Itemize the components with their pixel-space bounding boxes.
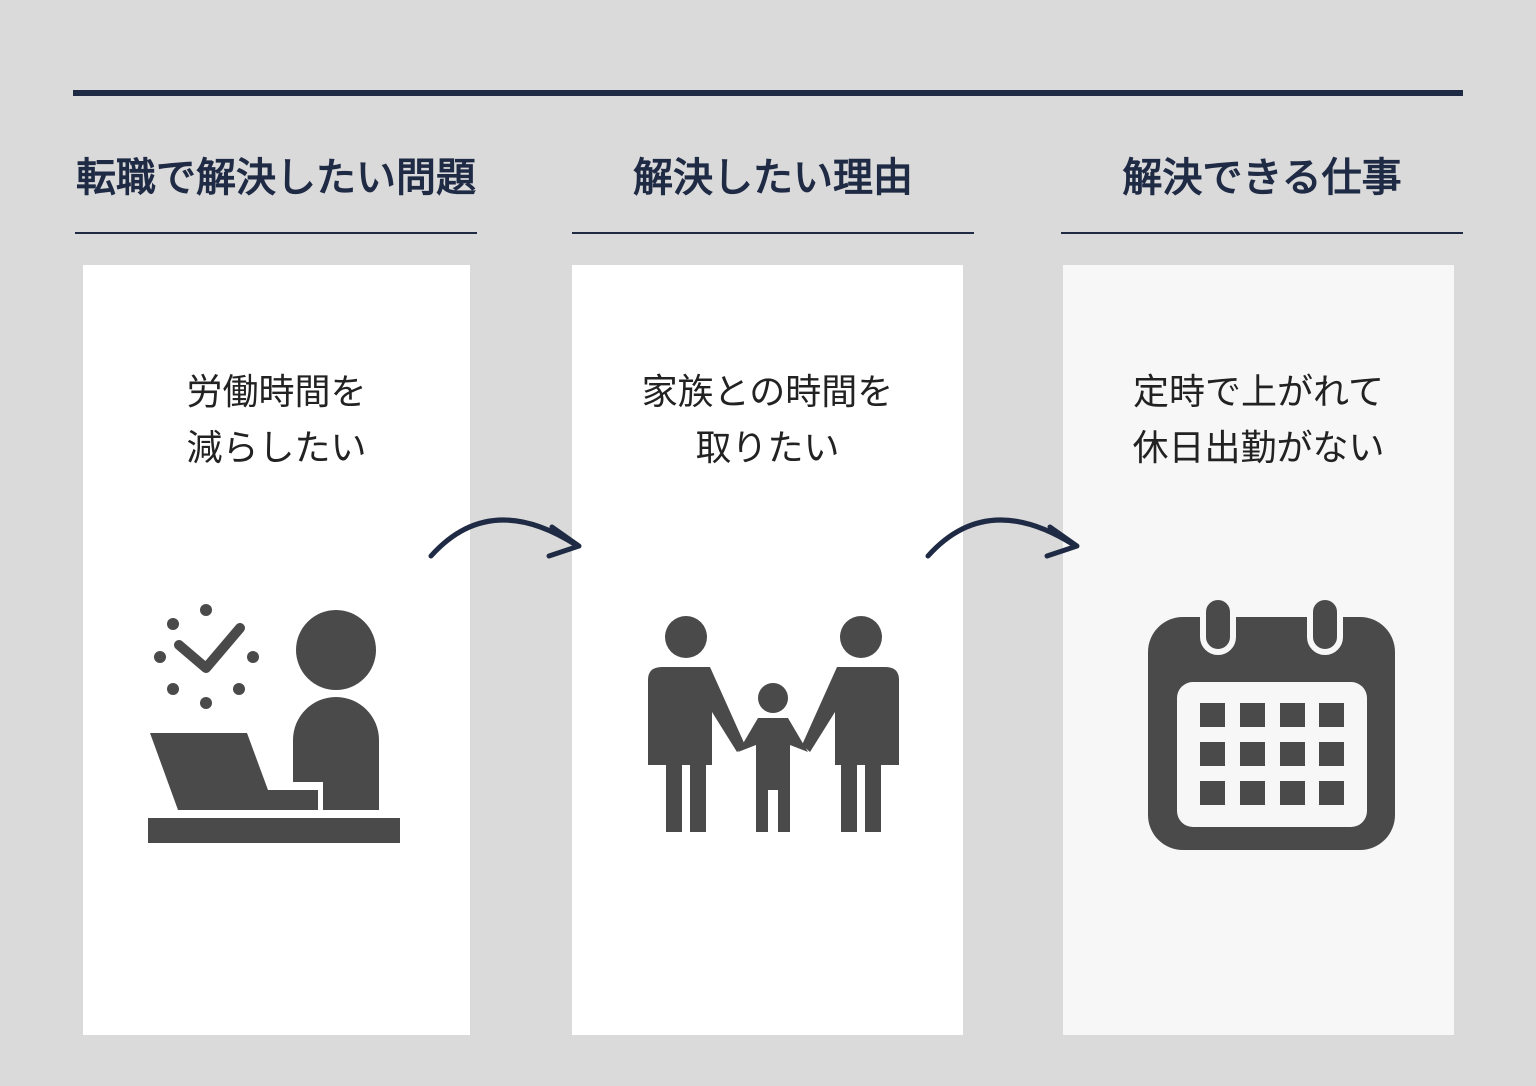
card-text-line: 取りたい	[695, 428, 840, 469]
worker-at-desk-clock-icon	[148, 604, 400, 843]
card-problem: 労働時間を減らしたい	[83, 265, 470, 1035]
card-reason: 家族との時間を取りたい	[572, 265, 963, 1035]
card-text-line: 家族との時間を	[641, 372, 894, 413]
card-text-line: 定時で上がれて	[1133, 372, 1384, 413]
family-icon	[648, 616, 899, 832]
card-text: 家族との時間を取りたい	[572, 365, 963, 477]
heading-solution: 解決できる仕事	[1122, 155, 1402, 201]
top-divider	[73, 90, 1463, 96]
arrow-right-icon	[925, 517, 1080, 559]
arrow-right-icon	[428, 517, 582, 559]
card-text-line: 減らしたい	[186, 428, 367, 469]
heading-underline	[1061, 232, 1463, 234]
card-text-line: 休日出勤がない	[1132, 428, 1385, 469]
heading-underline	[572, 232, 974, 234]
card-text: 定時で上がれて休日出勤がない	[1063, 365, 1454, 477]
heading-problem: 転職で解決したい問題	[76, 155, 476, 201]
card-text: 労働時間を減らしたい	[83, 365, 470, 477]
heading-reason: 解決したい理由	[633, 155, 913, 201]
heading-underline	[75, 232, 477, 234]
card-text-line: 労働時間を	[186, 372, 367, 413]
calendar-icon	[1148, 594, 1395, 850]
